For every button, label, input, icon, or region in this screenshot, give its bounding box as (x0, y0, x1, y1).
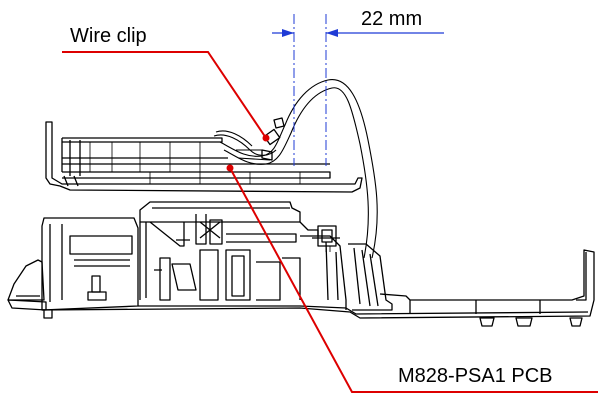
wire-harness (213, 79, 378, 259)
dimension-22mm (272, 14, 444, 166)
leader-wire-clip (62, 51, 270, 142)
leader-pcb (226, 164, 598, 393)
pcb-tray (45, 121, 363, 193)
base-housing (7, 201, 595, 327)
dimension-label: 22 mm (361, 8, 423, 30)
pcb-label: M828-PSA1 PCB (398, 365, 553, 387)
wire-clip-label: Wire clip (70, 25, 147, 47)
